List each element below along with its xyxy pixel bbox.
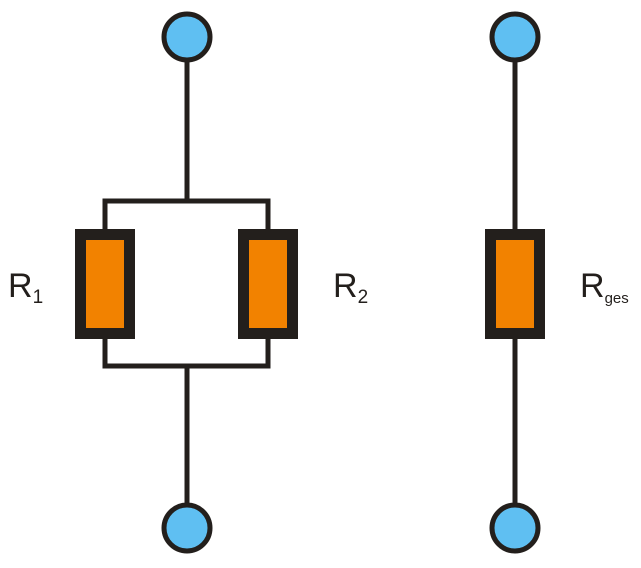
- terminal-top-right: [489, 11, 541, 63]
- resistor-r1: [75, 229, 135, 339]
- label-r1: R1: [8, 267, 43, 308]
- label-r2: R2: [333, 267, 368, 308]
- label-rges: Rges: [580, 267, 629, 307]
- terminal-bottom-right: [489, 502, 541, 554]
- wire-bottom-bus: [102, 336, 271, 369]
- resistor-r1-body: [86, 240, 124, 328]
- resistor-r2-body: [249, 240, 287, 328]
- wire-top-bus: [102, 198, 271, 232]
- terminal-bottom-left: [161, 502, 213, 554]
- resistor-rges: [485, 229, 545, 339]
- resistor-rges-body: [496, 240, 534, 328]
- equivalent-circuit: Rges: [485, 11, 629, 554]
- terminal-top-left: [161, 11, 213, 63]
- parallel-circuit: R1 R2: [8, 11, 368, 554]
- resistor-r2: [238, 229, 298, 339]
